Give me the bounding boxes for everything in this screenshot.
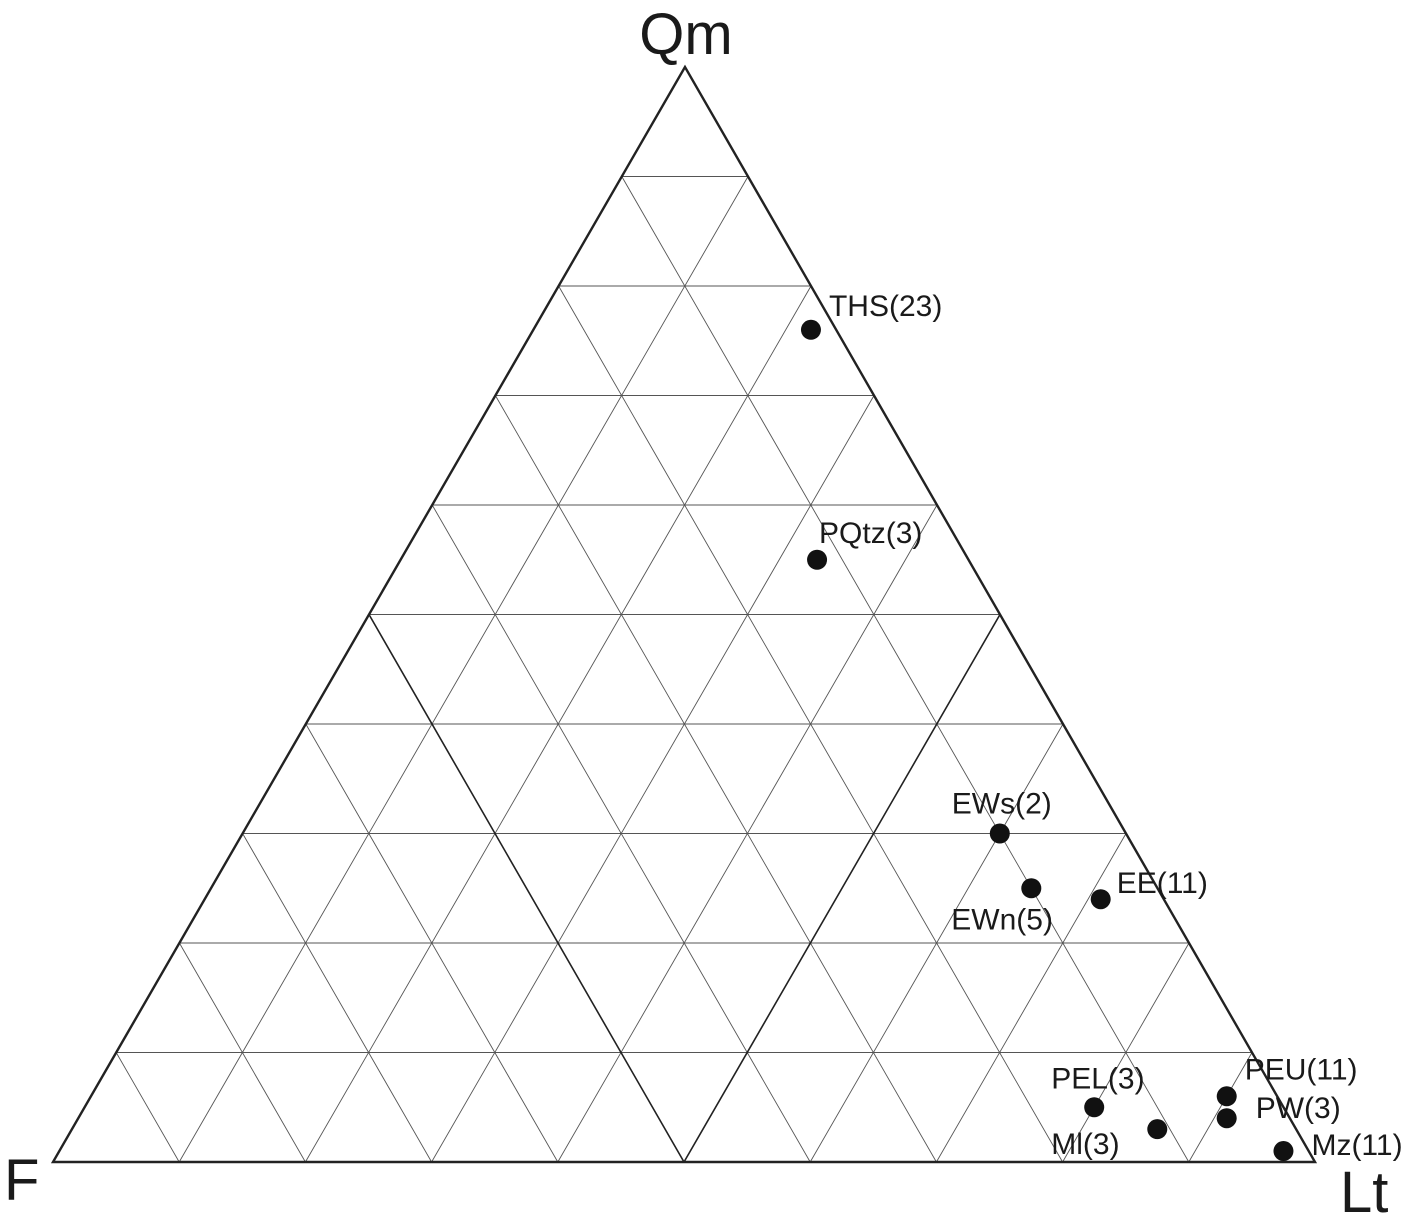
point-label-4: EWn(5) bbox=[951, 903, 1053, 936]
data-point-5 bbox=[1084, 1097, 1105, 1118]
point-label-5: PEL(3) bbox=[1051, 1062, 1144, 1095]
point-labels: THS(23) PQtz(3) EWs(2) EE(11) EWn(5) PEL(3) Ml… bbox=[819, 290, 1403, 1162]
point-label-8: PW(3) bbox=[1256, 1092, 1341, 1125]
point-label-7: PEU(11) bbox=[1245, 1053, 1358, 1086]
grid-line-f-60 bbox=[305, 723, 559, 1163]
apex-label-top: Qm bbox=[639, 2, 732, 67]
point-label-9: Mz(11) bbox=[1311, 1129, 1402, 1162]
grid-line-f-80 bbox=[179, 942, 306, 1163]
data-points bbox=[800, 319, 1294, 1162]
data-point-6 bbox=[1147, 1119, 1168, 1140]
data-point-3 bbox=[1090, 889, 1111, 910]
point-label-1: PQtz(3) bbox=[819, 517, 922, 550]
grid-line-f-30 bbox=[495, 395, 937, 1163]
point-label-3: EE(11) bbox=[1117, 867, 1208, 900]
triangle-frame bbox=[50, 64, 1318, 1164]
grid-line-lt-30 bbox=[431, 395, 875, 1163]
grid-line-lt-10 bbox=[178, 176, 749, 1163]
data-point-0 bbox=[800, 319, 821, 340]
grid-line-lt-90 bbox=[1188, 1052, 1253, 1163]
apex-label-right: Lt bbox=[1340, 1160, 1388, 1225]
data-point-7 bbox=[1216, 1086, 1237, 1107]
midline-f-50 bbox=[368, 614, 685, 1163]
data-point-4 bbox=[1021, 878, 1042, 899]
triangle-outline bbox=[50, 64, 1318, 1164]
point-label-2: EWs(2) bbox=[952, 788, 1052, 821]
grid-line-lt-80 bbox=[1062, 942, 1190, 1163]
midline-lt-50 bbox=[683, 614, 1001, 1163]
data-point-1 bbox=[807, 549, 828, 570]
data-point-9 bbox=[1273, 1141, 1294, 1162]
grid-line-lt-60 bbox=[809, 723, 1064, 1163]
grid-lines bbox=[115, 176, 1253, 1163]
data-point-8 bbox=[1216, 1108, 1237, 1129]
grid-line-f-70 bbox=[242, 833, 432, 1163]
point-label-0: THS(23) bbox=[829, 290, 942, 323]
grid-line-lt-70 bbox=[936, 833, 1127, 1163]
point-label-6: Ml(3) bbox=[1051, 1128, 1119, 1161]
grid-line-f-10 bbox=[621, 176, 1190, 1163]
grid-line-f-90 bbox=[115, 1052, 180, 1163]
data-point-2 bbox=[989, 823, 1010, 844]
apex-label-left: F bbox=[4, 1148, 39, 1213]
